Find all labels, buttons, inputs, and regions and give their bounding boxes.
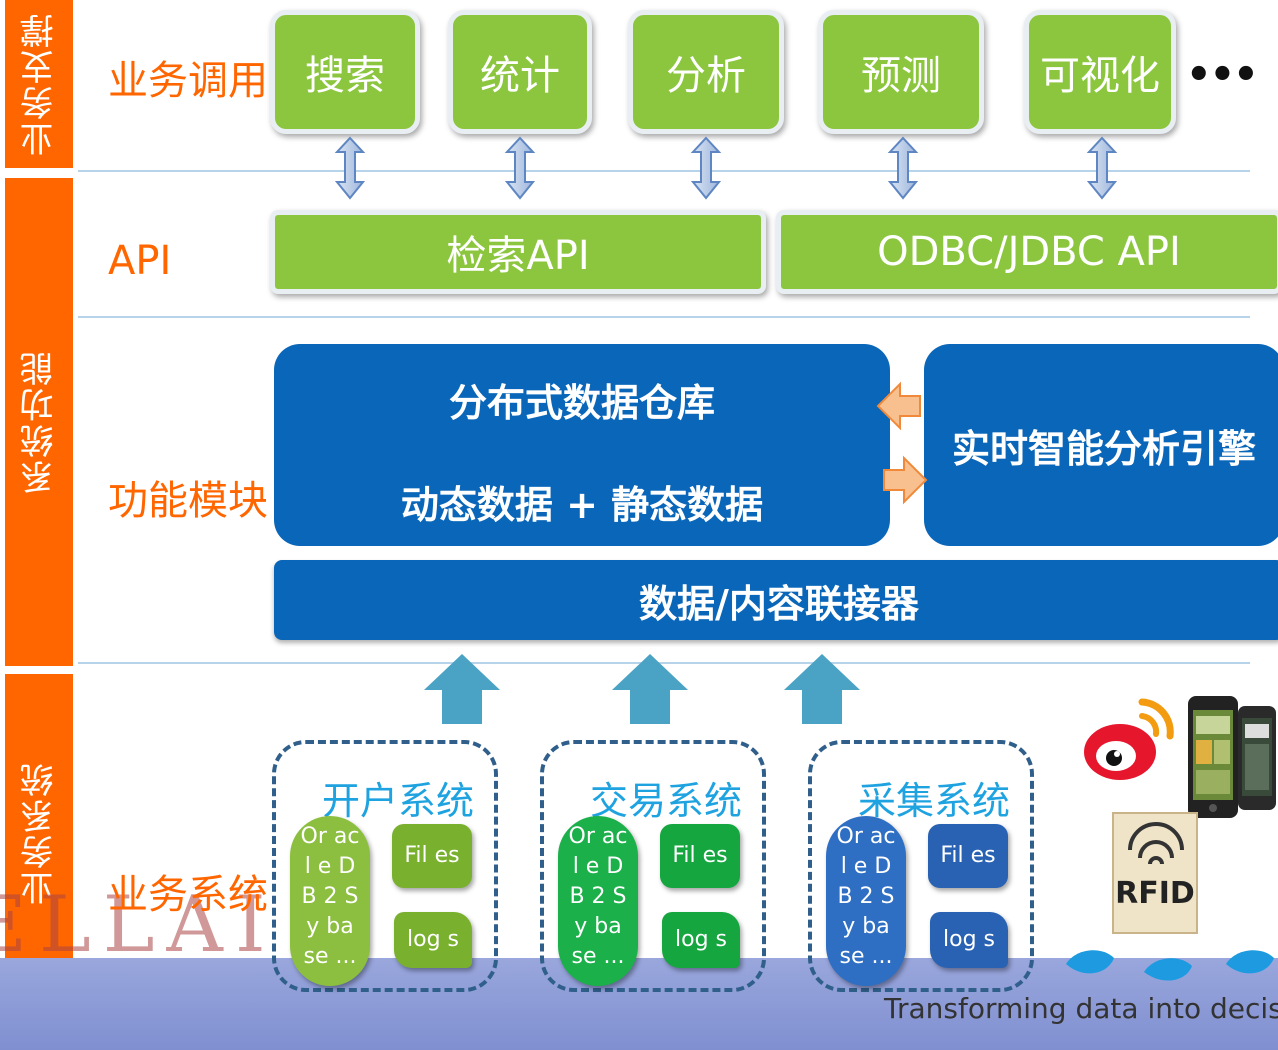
system-group [540, 740, 766, 992]
logs-box: log s [930, 912, 1008, 968]
separator-line [78, 170, 1250, 172]
data-content-connector-bar[interactable]: 数据/内容联接器 [274, 560, 1278, 640]
row-label-api: API [108, 238, 172, 284]
smartphones-icon [1188, 696, 1276, 818]
data-warehouse-box: 分布式数据仓库 动态数据 + 静态数据 [274, 344, 890, 546]
water-drop-icons [1066, 950, 1274, 981]
row-label-business-call: 业务调用 [108, 58, 268, 104]
system-group [808, 740, 1034, 992]
watermark-text: ELLAI [0, 880, 278, 970]
side-label-business-support: 业务支撑 [5, 0, 73, 168]
rfid-antenna-icon [1128, 822, 1184, 865]
data-warehouse-subtitle: 动态数据 + 静态数据 [400, 483, 764, 527]
database-cylinder: Or acl e DB 2 Sy ba se ... ... [826, 816, 906, 986]
logs-box: log s [394, 912, 472, 968]
rfid-icon: RFID [1112, 812, 1198, 934]
rfid-label: RFID [1115, 876, 1195, 911]
double-arrow-icon [887, 136, 919, 200]
side-label-system-function: 系统功能 [5, 178, 73, 666]
separator-line [78, 316, 1250, 318]
analysis-button[interactable]: 分析 [628, 10, 784, 134]
upward-arrow-icons [424, 654, 860, 724]
odbc-jdbc-api-bar[interactable]: ODBC/JDBC API [776, 210, 1278, 294]
system-title: 交易系统 [590, 779, 743, 823]
double-arrow-icon [690, 136, 722, 200]
prediction-button[interactable]: 预测 [818, 10, 984, 134]
logs-box: log s [662, 912, 740, 968]
search-button[interactable]: 搜索 [270, 10, 420, 134]
double-arrow-icon [1086, 136, 1118, 200]
arrow-left-icon [876, 381, 921, 431]
files-box: Fil es [660, 824, 740, 888]
double-arrow-icons [334, 136, 1118, 200]
up-arrow-icon [612, 654, 688, 724]
double-arrow-icon [334, 136, 366, 200]
database-cylinder: Or acl e DB 2 Sy ba se ... ... [290, 816, 370, 986]
row-label-function-module: 功能模块 [108, 478, 268, 524]
up-arrow-icon [784, 654, 860, 724]
row-label-business-system: 业务系统 [108, 872, 268, 918]
weibo-icon [1084, 698, 1174, 780]
retrieval-api-bar[interactable]: 检索API [270, 210, 766, 294]
statistics-button[interactable]: 统计 [448, 10, 592, 134]
up-arrow-icon [424, 654, 500, 724]
water-drop-icon [1066, 950, 1114, 974]
side-label-business-system: 业务系统 [5, 674, 73, 992]
system-title: 采集系统 [858, 779, 1011, 823]
bottom-band [0, 958, 1278, 1050]
separator-line [78, 662, 1250, 664]
visualization-button[interactable]: 可视化 [1024, 10, 1176, 134]
double-arrow-icon [504, 136, 536, 200]
arrow-right-icon [883, 455, 928, 505]
files-box: Fil es [392, 824, 472, 888]
files-box: Fil es [928, 824, 1008, 888]
water-drop-icon [1226, 950, 1274, 974]
system-title: 开户系统 [322, 779, 475, 823]
tagline: Transforming data into decision [884, 992, 1278, 1025]
exchange-arrow-icons [876, 381, 928, 505]
realtime-engine-box: 实时智能分析引擎 [924, 344, 1278, 546]
database-cylinder: Or acl e DB 2 Sy ba se ... ... [558, 816, 638, 986]
water-drop-icon [1144, 958, 1192, 981]
system-group [272, 740, 498, 992]
more-dots: ••• [1186, 52, 1259, 98]
realtime-engine-label: 实时智能分析引擎 [951, 426, 1256, 471]
data-warehouse-title: 分布式数据仓库 [448, 381, 715, 425]
